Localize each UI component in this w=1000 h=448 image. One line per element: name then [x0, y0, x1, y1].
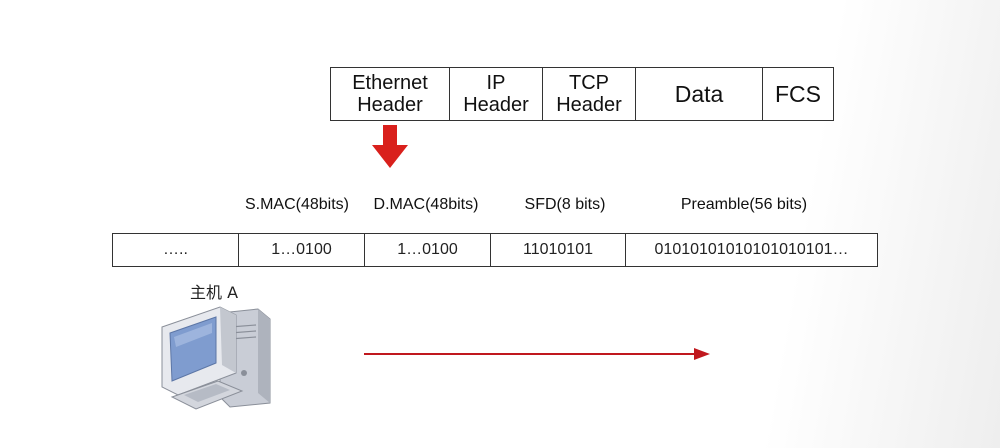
stream-segment-preamble: 01010101010101010101… — [654, 241, 849, 258]
transmission-arrow-icon — [364, 348, 710, 360]
stream-segment-dmac: 1…0100 — [365, 234, 491, 266]
dmac-label: D.MAC(48bits) — [373, 196, 479, 213]
ip-header-cell: IP Header — [450, 68, 543, 120]
expand-down-arrow-icon — [372, 125, 408, 168]
stream-segment-rest: ….. — [113, 234, 239, 266]
stream-segment-smac: 1…0100 — [239, 234, 365, 266]
packet-structure: Ethernet Header IP Header TCP Header Dat… — [330, 67, 834, 121]
stream-segment-sfd: 11010101 — [491, 234, 626, 266]
data-cell: Data — [636, 68, 763, 120]
sfd-label: SFD(8 bits) — [524, 196, 606, 213]
bit-stream: ….. 1…0100 1…0100 11010101 0101010101010… — [112, 233, 878, 267]
tcp-header-cell: TCP Header — [543, 68, 636, 120]
computer-icon — [161, 306, 271, 410]
smac-label: S.MAC(48bits) — [244, 196, 350, 213]
ethernet-header-cell: Ethernet Header — [331, 68, 450, 120]
preamble-label: Preamble(56 bits) — [680, 196, 808, 213]
host-a-label: 主机 A — [190, 283, 239, 302]
fcs-cell: FCS — [775, 81, 821, 107]
